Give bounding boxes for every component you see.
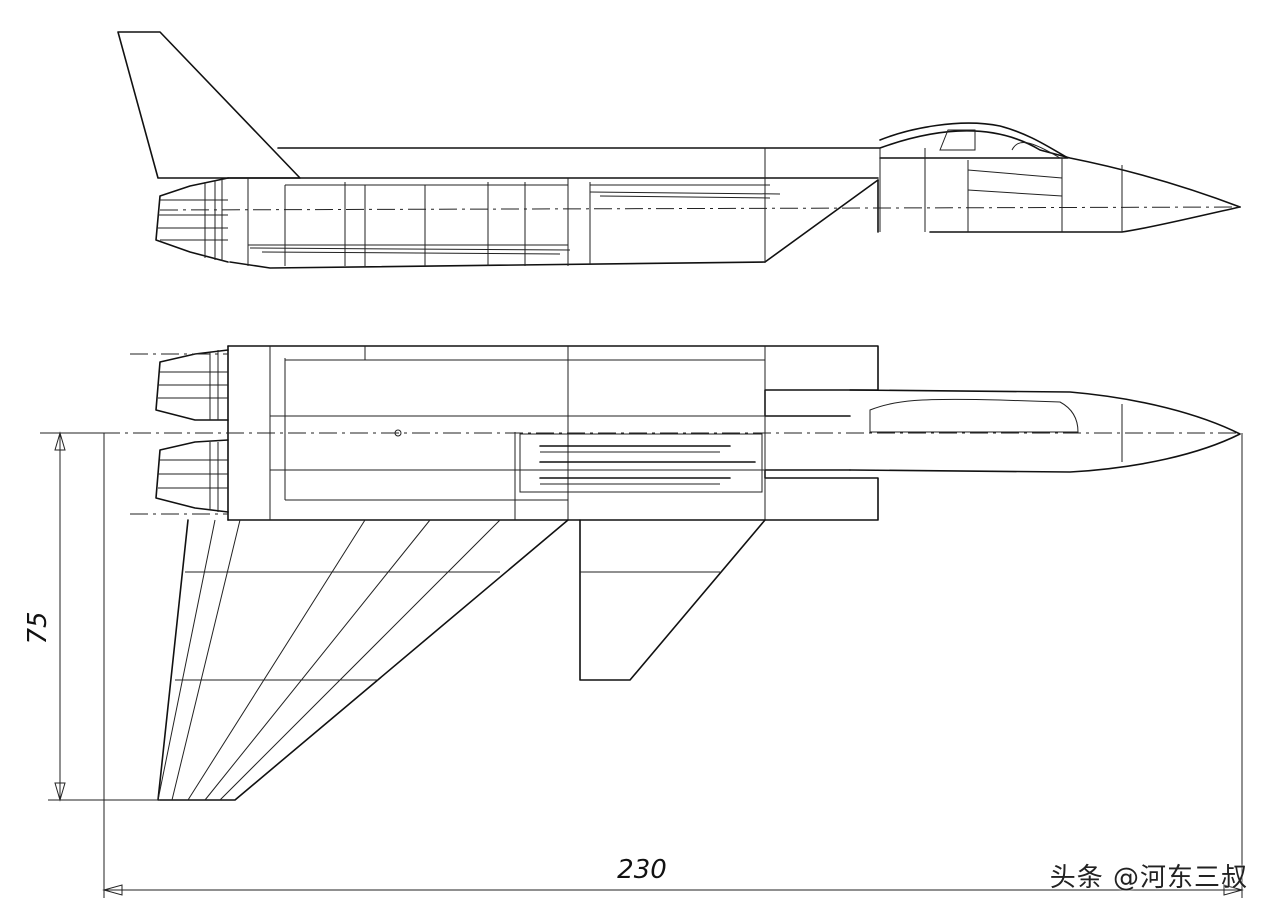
missile-bay <box>519 433 763 493</box>
main-wing <box>157 519 569 801</box>
length-dimension-label: 230 <box>617 855 667 885</box>
fuselage-upper-outline <box>277 130 1241 208</box>
fuselage-lower-outline <box>229 261 766 269</box>
top-view <box>40 345 1241 801</box>
canopy <box>879 122 1069 159</box>
side-view <box>117 31 1241 269</box>
right-nozzle <box>155 439 229 513</box>
watermark: 头条 @河东三叔 <box>1049 863 1248 893</box>
vertical-tail <box>117 31 301 179</box>
dimension-lines: 75 230 <box>23 431 1244 898</box>
fuselage-block <box>227 345 879 417</box>
side-centerline <box>159 206 1241 211</box>
engine-nozzle <box>155 177 229 263</box>
nose-lower-outline <box>929 206 1241 233</box>
forward-fuselage <box>849 389 1241 473</box>
intake-ramp <box>764 179 879 263</box>
stabilizer <box>579 519 766 681</box>
left-nozzle <box>155 349 229 421</box>
wingspan-dimension-label: 75 <box>23 611 53 644</box>
